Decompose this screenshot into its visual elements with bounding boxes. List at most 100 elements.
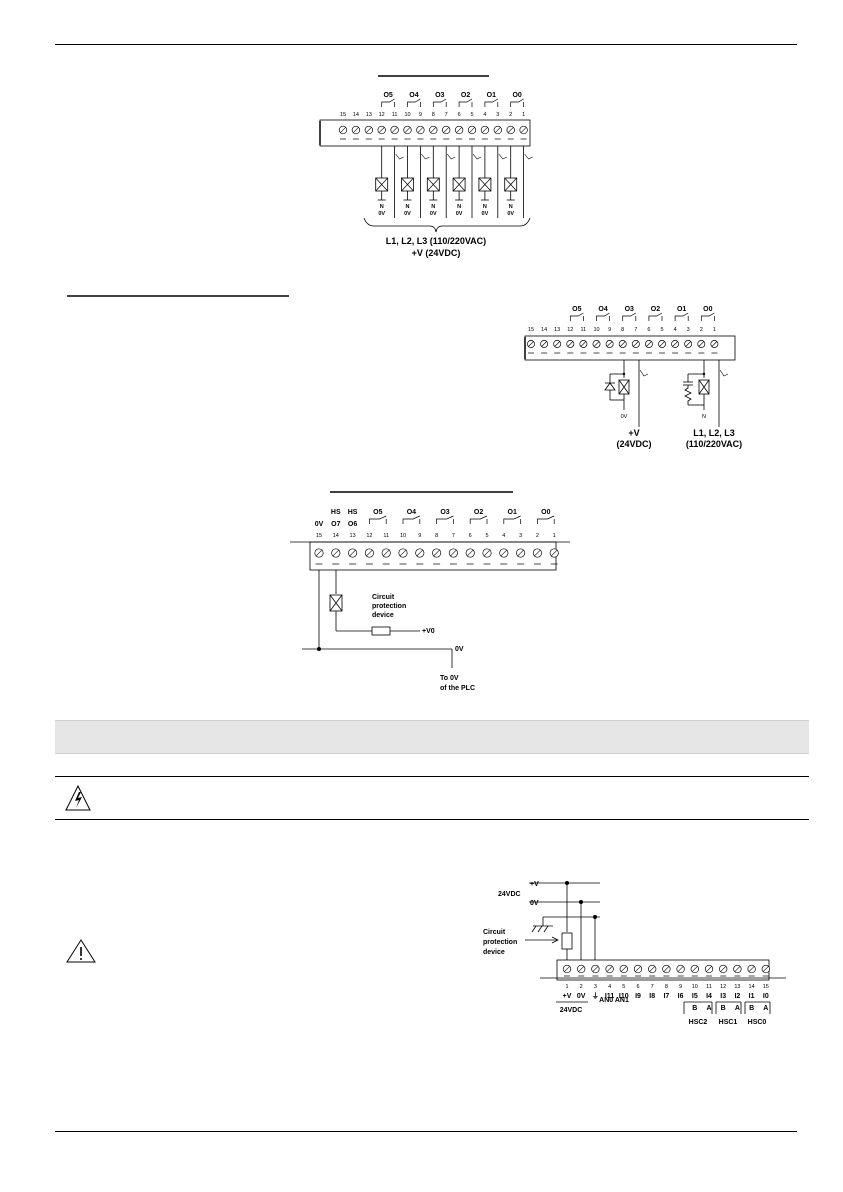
input-label: I3: [720, 993, 726, 1000]
terminal-number: 6: [458, 112, 461, 118]
screw-slot: [332, 549, 339, 557]
hsc2-label: HSC2: [689, 1019, 708, 1026]
terminal-number: 12: [720, 984, 726, 990]
input-label: I11: [605, 993, 614, 1000]
load-coil-cross: [452, 177, 466, 192]
relay-contact-symbol: [569, 312, 584, 321]
load-n-label: N: [457, 204, 461, 210]
relay-contact-symbol: [700, 312, 715, 321]
hs-label: HS: [331, 509, 341, 516]
input-label: I0: [763, 993, 769, 1000]
terminal-number: 9: [419, 112, 422, 118]
screw-slot: [500, 549, 507, 557]
ov-terminal-label: 0V: [315, 521, 324, 528]
screw-slot: [534, 549, 541, 557]
load-coil-cross: [401, 177, 414, 192]
relay-contact-symbol: [432, 98, 447, 107]
screw-slot: [698, 341, 705, 347]
load-0v-label: 0V: [378, 211, 385, 217]
relay-contact-symbol: [458, 98, 473, 107]
warning-box: [55, 776, 809, 820]
input-label: I6: [678, 993, 684, 1000]
output-label: O0: [512, 92, 521, 99]
input-label: +V: [563, 993, 572, 1000]
screw-slot: [483, 549, 491, 557]
screw-slot: [578, 966, 585, 972]
footer-rule: [55, 1131, 797, 1132]
relay-contact-symbol: [503, 515, 521, 524]
screw-slot: [663, 966, 670, 972]
terminal-number: 13: [554, 327, 560, 333]
terminal-number: 5: [470, 112, 473, 118]
load-0v-label: 0V: [507, 211, 514, 217]
screw-slot: [646, 341, 652, 347]
relay-contact-symbol: [674, 312, 689, 321]
screw-slot: [748, 966, 755, 972]
terminal-number: 4: [608, 984, 611, 990]
load-n-label: N: [483, 204, 487, 210]
screw-slot: [482, 127, 488, 133]
screw-slot: [606, 341, 613, 347]
supply-label-ac: L1, L2, L3 (110/220VAC): [386, 236, 486, 246]
output-label: O1: [677, 306, 686, 313]
cpd-label-3: device: [372, 612, 394, 619]
section-heading-bar: [55, 720, 809, 754]
terminal-number: 2: [509, 112, 512, 118]
relay-contact-symbol: [402, 515, 421, 524]
screw-slot: [469, 127, 475, 133]
encoder-channel-label: A: [763, 1005, 768, 1012]
terminal-number: 2: [700, 327, 703, 333]
encoder-channel-label: B: [721, 1005, 726, 1012]
screw-slot: [551, 549, 558, 557]
load-coil-cross: [427, 177, 440, 192]
input-label: I10: [619, 993, 629, 1000]
to-0v-label: To 0V: [440, 675, 459, 682]
terminal-number: 15: [763, 984, 769, 990]
load-n-label: N: [509, 204, 513, 210]
screw-slot: [433, 549, 440, 557]
fuse-mark: [472, 153, 482, 160]
screw-slot: [353, 127, 359, 133]
screw-slot: [450, 549, 457, 557]
output-label: O3: [440, 509, 449, 516]
screw-slot: [366, 549, 373, 557]
input-label: I7: [663, 993, 669, 1000]
screw-slot: [520, 127, 527, 133]
screw-slot: [541, 341, 547, 347]
terminal-number: 10: [692, 984, 698, 990]
screw-slot: [404, 127, 411, 133]
output-label: O5: [373, 509, 382, 516]
screw-slot: [659, 341, 665, 347]
screw-slot: [706, 966, 712, 972]
v0-label: +V0: [422, 628, 435, 635]
terminal-number: 4: [502, 533, 505, 539]
relay-contact-symbol: [648, 312, 663, 321]
screw-slot: [528, 341, 534, 347]
encoder-channel-label: B: [692, 1005, 697, 1012]
terminal-number: 14: [353, 112, 359, 118]
screw-slot: [349, 549, 356, 557]
relay-contact-symbol: [436, 515, 454, 524]
header-rule: [55, 44, 797, 45]
output-label: O4: [598, 306, 607, 313]
screw-slot: [762, 966, 769, 972]
of-plc-label: of the PLC: [440, 685, 475, 692]
terminal-number: 8: [432, 112, 435, 118]
terminal-number: 10: [404, 112, 410, 118]
screw-slot: [391, 127, 398, 133]
terminal-number: 11: [392, 112, 398, 118]
terminal-number: 15: [316, 533, 322, 539]
fuse-mark: [421, 153, 430, 160]
output-label: O3: [435, 92, 444, 99]
screw-slot: [507, 127, 514, 133]
terminal-number: 3: [687, 327, 690, 333]
input-label: I5: [692, 993, 698, 1000]
ac-supply-voltage: (110/220VAC): [686, 439, 742, 449]
terminal-number: 7: [445, 112, 448, 118]
terminal-number: 8: [665, 984, 668, 990]
screw-slot: [378, 127, 385, 133]
terminal-number: 3: [496, 112, 499, 118]
